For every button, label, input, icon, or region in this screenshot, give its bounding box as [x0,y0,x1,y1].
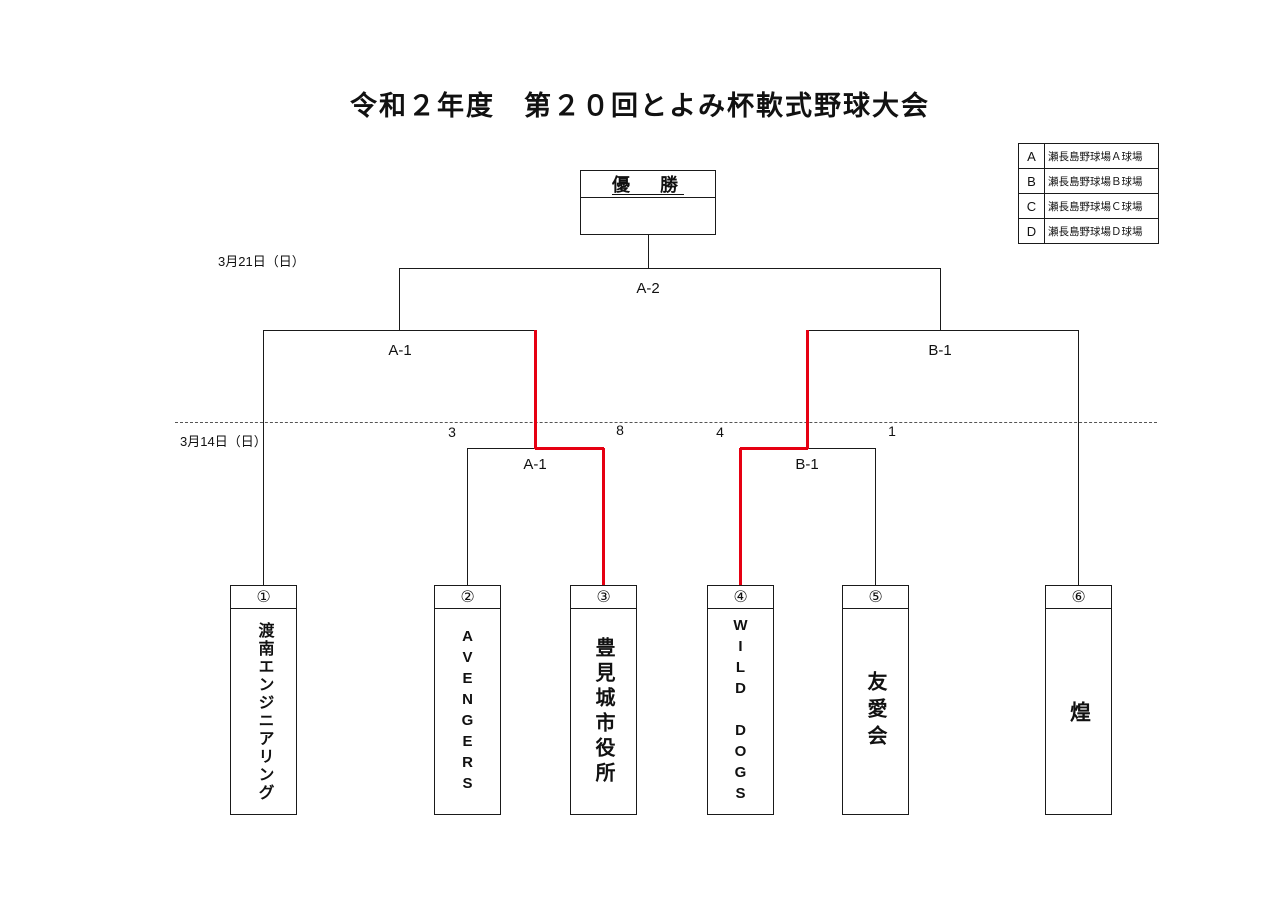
team-seed: ① [231,586,296,609]
line-winner-a-horizontal [535,447,604,450]
team-name: 友愛会 [864,671,886,752]
line-team5-drop [875,448,876,585]
team-name: 煌 [1067,701,1091,722]
venue-name: 瀬長島野球場Ｄ球場 [1044,218,1159,244]
page-title: 令和２年度 第２０回とよみ杯軟式野球大会 [350,91,930,121]
line-final-left-drop [399,268,400,330]
score-team4: 4 [716,424,724,440]
line-team2-drop [467,448,468,585]
champion-box: 優 勝 [580,170,716,235]
team-seed: ③ [571,586,636,609]
team-seed: ⑥ [1046,586,1111,609]
line-team6-drop [1078,330,1079,585]
line-winner-b-advance [806,330,809,449]
line-final-horizontal [399,268,940,269]
score-team3: 8 [616,422,624,438]
line-team3-drop-winner [602,448,605,585]
team-seed: ② [435,586,500,609]
line-round1-a-horizontal [467,448,535,449]
line-semifinal-a-horizontal [263,330,535,331]
team-box-2: ② AVENGERS [434,585,501,815]
venue-row: A 瀬長島野球場Ａ球場 [1018,143,1159,169]
line-champion-drop [648,235,649,268]
team-box-4: ④ WILD DOGS [707,585,774,815]
score-team2: 3 [448,424,456,440]
match-label-semifinal-b: B-1 [928,342,952,359]
line-final-right-drop [940,268,941,330]
team-box-1: ① 渡南エンジニアリング [230,585,297,815]
team-name: 渡南エンジニアリング [255,621,273,802]
champion-label: 優 勝 [581,171,715,198]
venue-key: A [1018,143,1045,169]
team-seed: ④ [708,586,773,609]
venue-name: 瀬長島野球場Ｂ球場 [1044,168,1159,194]
match-label-semifinal-a: A-1 [388,342,412,359]
team-box-6: ⑥ 煌 [1045,585,1112,815]
team-box-3: ③ 豊見城市役所 [570,585,637,815]
line-team4-drop-winner [739,448,742,585]
team-name: AVENGERS [459,627,476,796]
venue-key: C [1018,193,1045,219]
venue-key: D [1018,218,1045,244]
score-team5: 1 [888,423,896,439]
line-team1-drop [263,330,264,585]
team-name: WILD DOGS [732,617,749,806]
date-final-round: 3月21日（日） [218,254,305,269]
team-box-5: ⑤ 友愛会 [842,585,909,815]
line-winner-b-horizontal [740,447,808,450]
team-name: 豊見城市役所 [592,636,614,787]
line-semifinal-b-horizontal [807,330,1078,331]
venue-key: B [1018,168,1045,194]
line-winner-a-advance [534,330,537,449]
champion-winner-slot [581,198,715,235]
date-first-round: 3月14日（日） [180,434,267,449]
round-divider-line [175,422,1157,423]
venue-row: D 瀬長島野球場Ｄ球場 [1018,218,1159,244]
champion-label-text: 優 勝 [612,175,684,195]
venue-row: B 瀬長島野球場Ｂ球場 [1018,168,1159,194]
venue-legend-table: A 瀬長島野球場Ａ球場 B 瀬長島野球場Ｂ球場 C 瀬長島野球場Ｃ球場 D 瀬長… [1018,143,1159,244]
team-seed: ⑤ [843,586,908,609]
venue-row: C 瀬長島野球場Ｃ球場 [1018,193,1159,219]
venue-name: 瀬長島野球場Ｃ球場 [1044,193,1159,219]
match-label-round1-b: B-1 [795,456,819,473]
venue-name: 瀬長島野球場Ａ球場 [1044,143,1159,169]
match-label-final: A-2 [636,280,660,297]
line-round1-b-horizontal [807,448,875,449]
match-label-round1-a: A-1 [523,456,547,473]
